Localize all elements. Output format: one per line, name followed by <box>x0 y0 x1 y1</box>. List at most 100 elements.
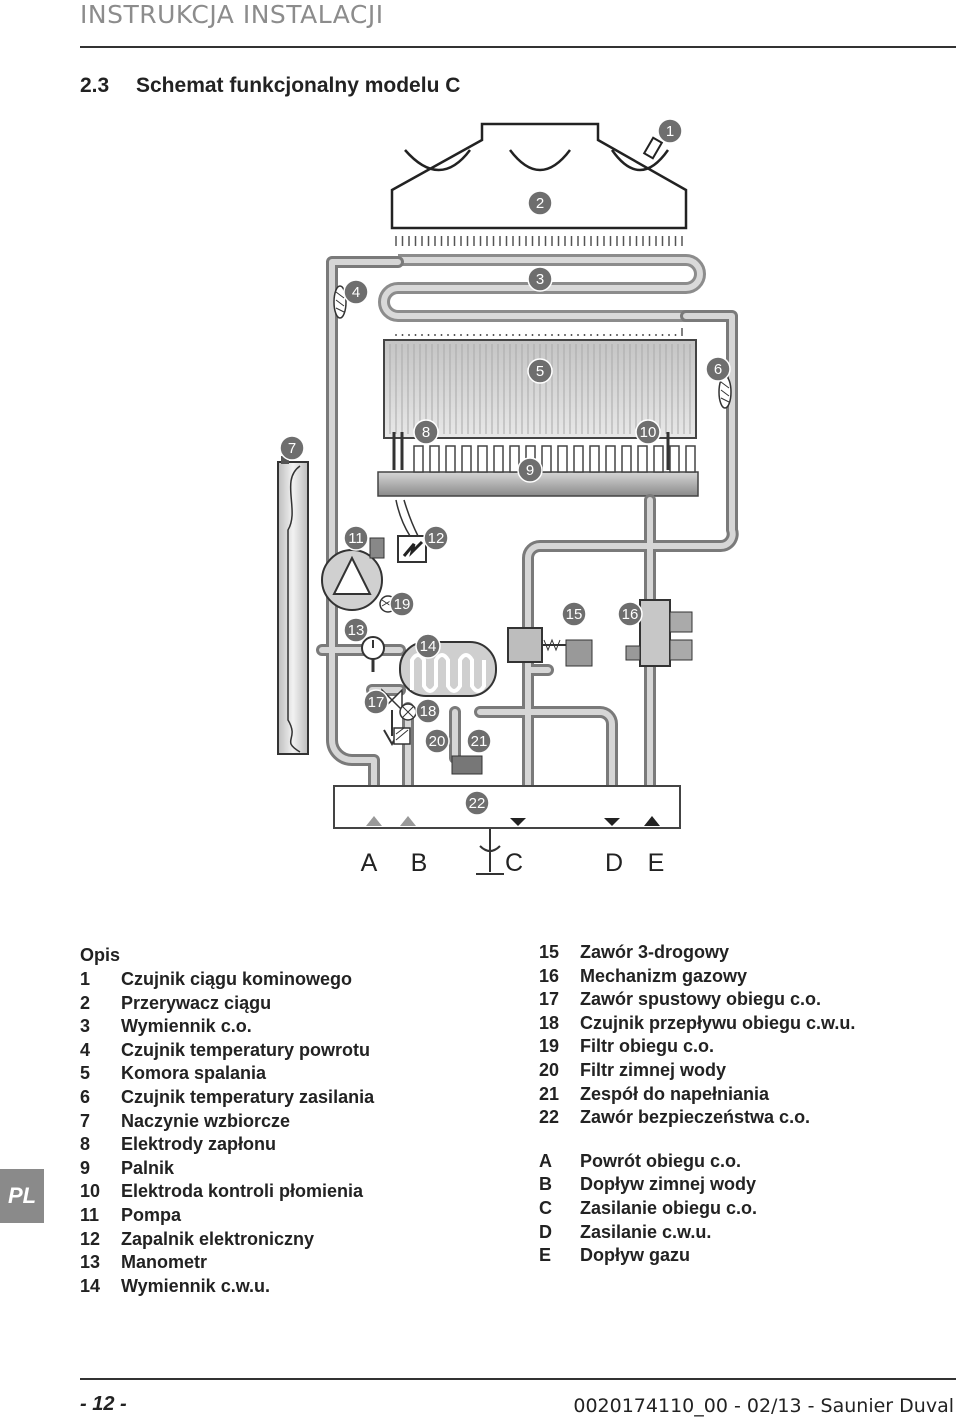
callout-18: 18 <box>415 698 441 724</box>
legend-key: 1 <box>80 969 91 989</box>
callout-label: 4 <box>352 284 360 301</box>
igniter-icon <box>392 432 670 563</box>
legend-item: E Dopływ gazu <box>539 1244 855 1268</box>
callout-10: 10 <box>635 419 661 445</box>
legend-label: Filtr obiegu c.o. <box>580 1036 714 1057</box>
draft-diverter <box>390 122 688 230</box>
legend-key: 18 <box>539 1012 560 1033</box>
legend-item: 15 Zawór 3-drogowy <box>539 941 855 965</box>
legend-key: B <box>539 1174 552 1195</box>
legend-label: Przerywacz ciągu <box>121 992 272 1013</box>
return-temperature-sensor-icon <box>333 285 347 319</box>
legend-key: 19 <box>539 1036 560 1057</box>
gas-valve <box>625 599 693 667</box>
callout-label: 7 <box>288 440 296 457</box>
legend-label: Zawór 3-drogowy <box>580 942 730 962</box>
legend-label: Czujnik temperatury zasilania <box>121 1086 375 1107</box>
legend-key: 11 <box>80 1204 100 1225</box>
legend-item: 19 Filtr obiegu c.o. <box>539 1035 855 1059</box>
filling-set-icon <box>451 755 483 775</box>
legend-key: 3 <box>80 1016 91 1037</box>
legend-label: Zasilanie c.w.u. <box>580 1221 712 1242</box>
legend-key: 15 <box>539 942 560 962</box>
legend-key: 17 <box>539 989 560 1010</box>
footer-rule <box>80 1378 956 1380</box>
flow-sensor-icon <box>399 703 417 721</box>
callout-21: 21 <box>466 728 492 754</box>
legend-key: D <box>539 1221 552 1242</box>
legend-item: B Dopływ zimnej wody <box>539 1173 855 1197</box>
callout-14: 14 <box>415 633 441 659</box>
legend-item: 8 Elektrody zapłonu <box>80 1133 374 1157</box>
page-number: - 12 - <box>80 1393 127 1415</box>
callout-6: 6 <box>705 356 731 382</box>
legend-label: Wymiennik c.w.u. <box>121 1275 271 1296</box>
legend-label: Dopływ gazu <box>580 1245 691 1266</box>
callout-label: 14 <box>420 638 437 655</box>
callout-label: 19 <box>394 596 411 613</box>
callout-19: 19 <box>389 591 415 617</box>
callout-label: 12 <box>428 530 445 547</box>
legend-key: 4 <box>80 1039 91 1060</box>
header-rule <box>80 46 956 48</box>
legend-label: Elektroda kontroli płomienia <box>121 1181 364 1202</box>
legend-label: Pompa <box>121 1204 182 1225</box>
legend-label: Wymiennik c.o. <box>121 1016 252 1037</box>
callout-label: 22 <box>469 795 486 812</box>
callout-label: 1 <box>666 123 674 140</box>
callout-label: 15 <box>566 606 583 623</box>
callout-label: 10 <box>640 424 657 441</box>
legend-item: 11 Pompa <box>80 1204 374 1228</box>
callout-5: 5 <box>527 358 553 384</box>
callout-1: 1 <box>657 118 683 144</box>
legend-label: Zapalnik elektroniczny <box>121 1228 315 1249</box>
legend-key: 20 <box>539 1059 560 1080</box>
callout-label: 20 <box>429 733 446 750</box>
legend-item: 17 Zawór spustowy obiegu c.o. <box>539 988 855 1012</box>
legend-item: 4 Czujnik temperatury powrotu <box>80 1039 374 1063</box>
legend-key: 9 <box>80 1157 91 1178</box>
callout-8: 8 <box>413 419 439 445</box>
callout-label: 5 <box>536 363 544 380</box>
legend-key: E <box>539 1245 552 1266</box>
legend-label: Elektrody zapłonu <box>121 1134 277 1155</box>
legend-label: Palnik <box>121 1157 175 1178</box>
callout-label: 16 <box>622 606 639 623</box>
document-reference: 0020174110_00 - 02/13 - Saunier Duval <box>573 1395 954 1417</box>
pump <box>321 537 385 611</box>
callout-label: 13 <box>348 622 365 639</box>
legend-key: A <box>539 1150 552 1171</box>
legend-key: 2 <box>80 992 91 1013</box>
callout-label: 3 <box>536 271 544 288</box>
legend-key: 8 <box>80 1134 91 1155</box>
callout-label: 6 <box>714 361 722 378</box>
legend-label: Zawór spustowy obiegu c.o. <box>580 989 822 1010</box>
callout-16: 16 <box>617 601 643 627</box>
legend-label: Czujnik temperatury powrotu <box>121 1039 371 1060</box>
callout-20: 20 <box>424 728 450 754</box>
cold-water-filter-icon <box>393 727 411 745</box>
legend-key: C <box>539 1197 552 1218</box>
legend-label: Zawór bezpieczeństwa c.o. <box>580 1107 811 1128</box>
callout-13: 13 <box>343 617 369 643</box>
expansion-vessel <box>277 456 309 755</box>
callout-2: 2 <box>527 190 553 216</box>
legend-label: Czujnik przepływu obiegu c.w.u. <box>580 1012 856 1033</box>
legend-label: Dopływ zimnej wody <box>580 1174 757 1195</box>
legend-item: 22 Zawór bezpieczeństwa c.o. <box>539 1106 855 1130</box>
header-title: INSTRUKCJA INSTALACJI <box>80 0 384 29</box>
connection-E: E <box>648 849 665 877</box>
legend-item: 3 Wymiennik c.o. <box>80 1015 374 1039</box>
connection-D: D <box>605 849 623 877</box>
section-title-text: Schemat funkcjonalny modelu C <box>136 74 461 97</box>
legend-key: 22 <box>539 1107 560 1128</box>
callout-11: 11 <box>343 525 369 551</box>
